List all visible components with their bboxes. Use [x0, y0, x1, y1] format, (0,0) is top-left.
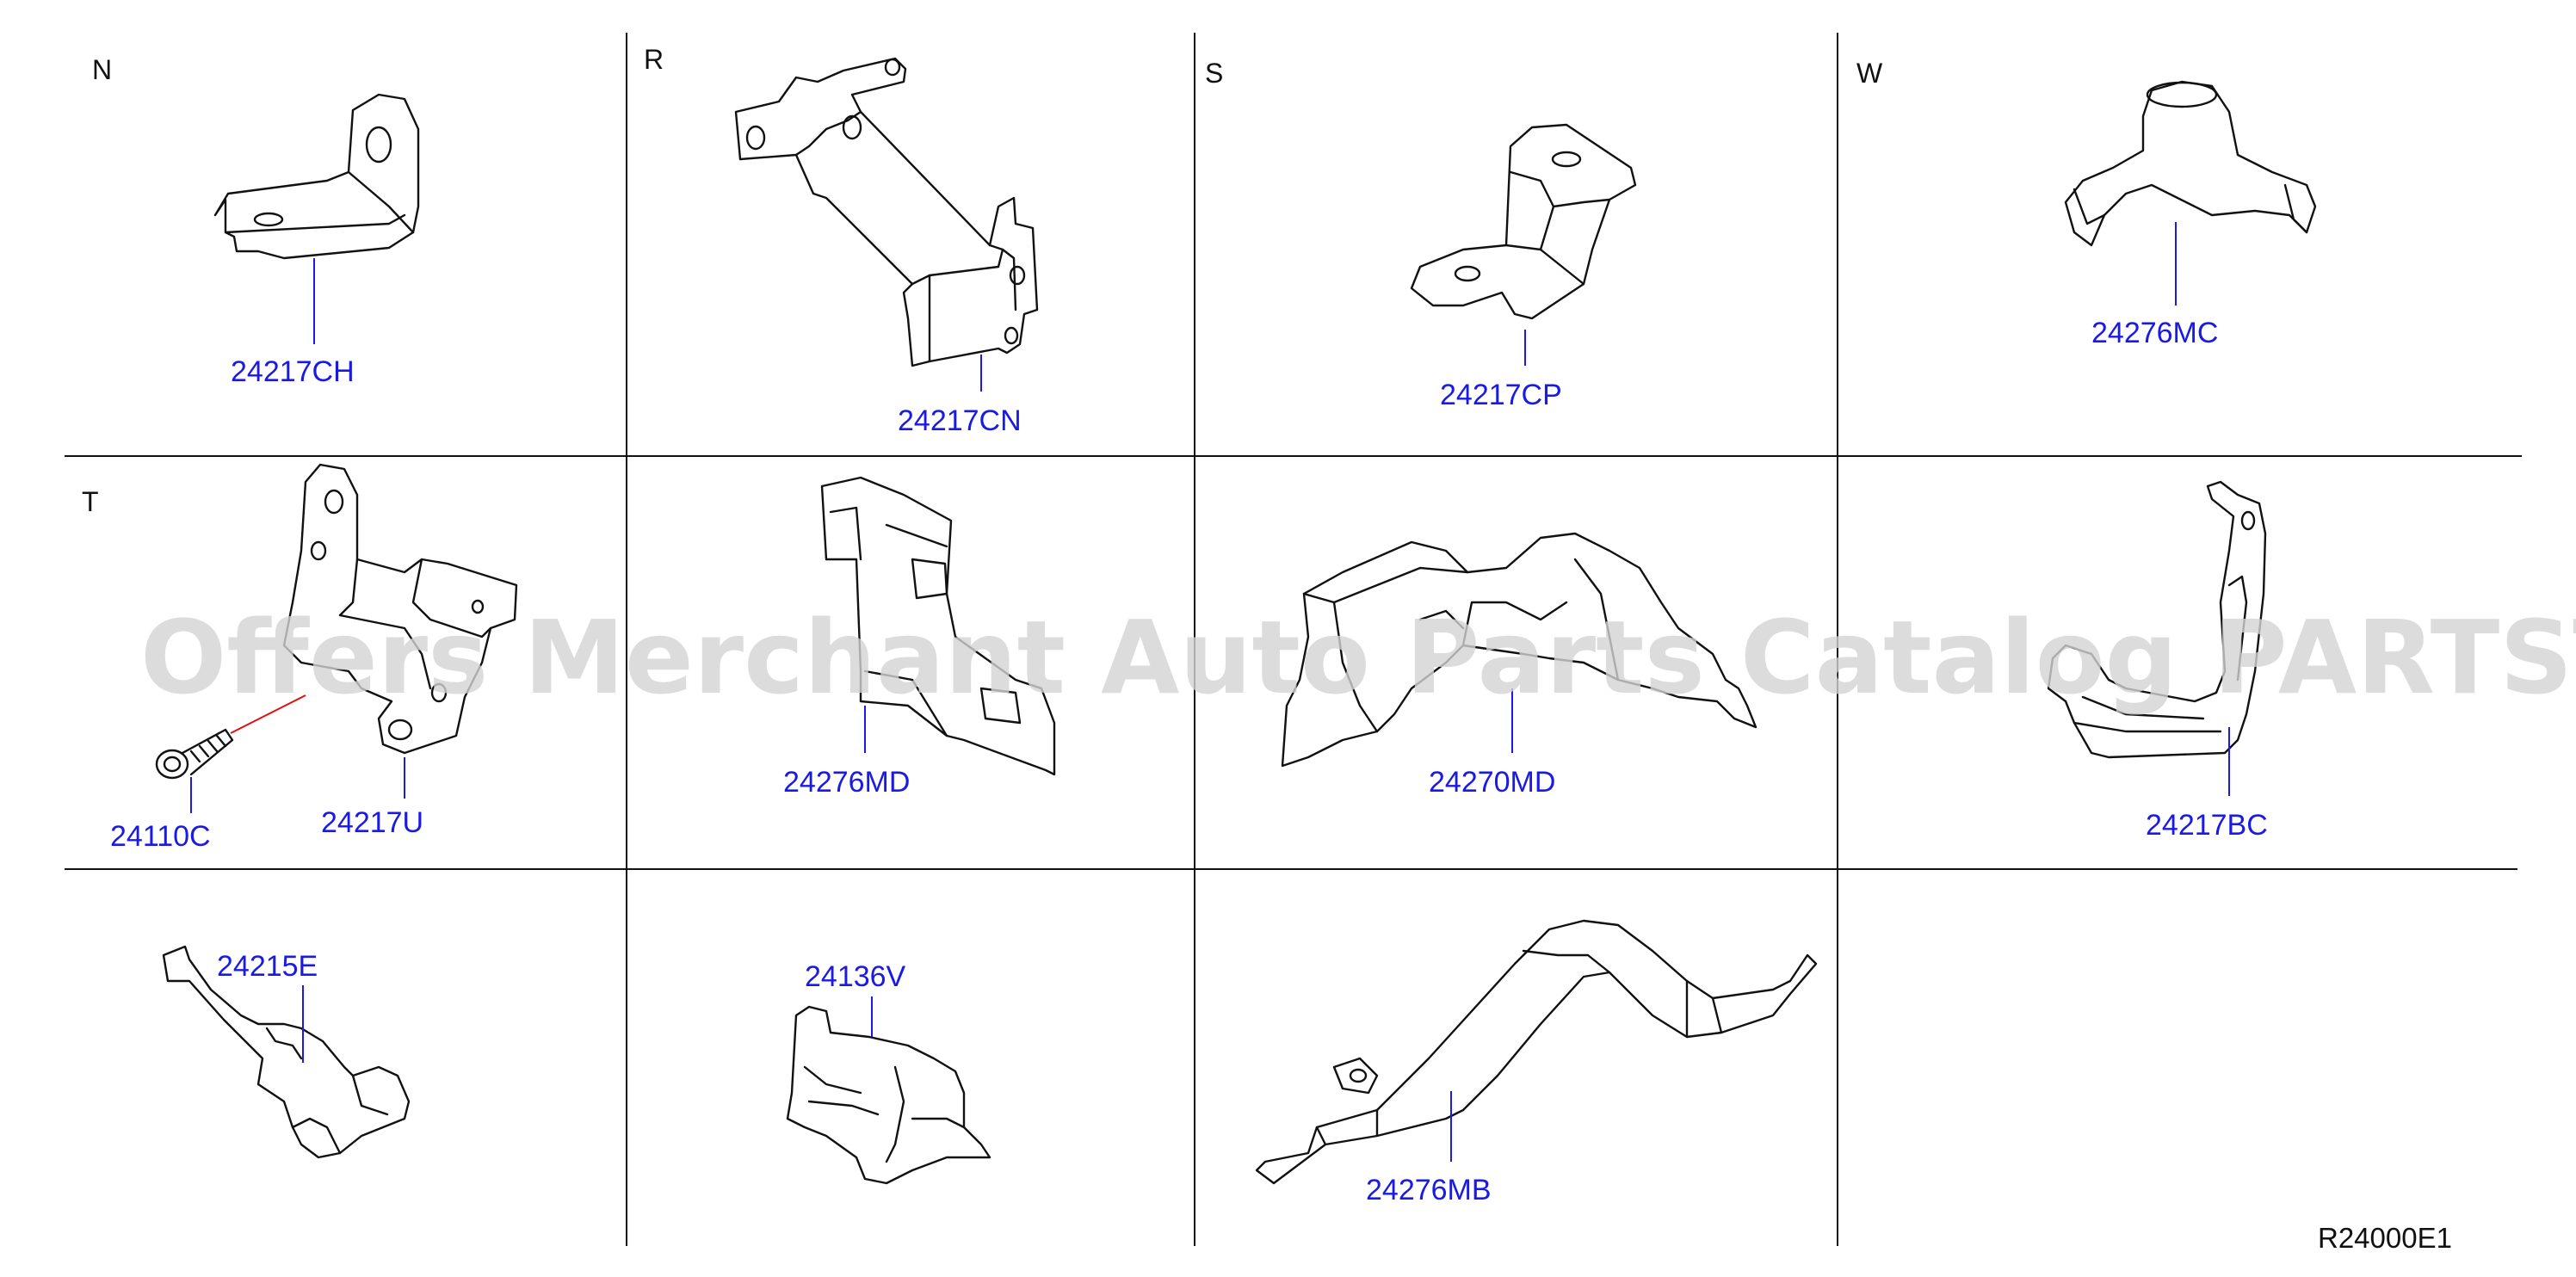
part-drawing-24217bc — [2047, 480, 2267, 759]
section-letter-s: S — [1205, 58, 1223, 89]
part-label-24276mc: 24276MC — [2091, 317, 2218, 349]
leader-bolt-to-bracket — [230, 694, 306, 734]
part-drawing-24276mb — [1255, 919, 1818, 1185]
part-label-24110c: 24110C — [110, 820, 211, 853]
section-letter-t: T — [82, 486, 99, 517]
part-drawing-24110c — [155, 728, 234, 780]
part-label-24217cp: 24217CP — [1440, 379, 1562, 411]
part-drawing-24217cp — [1410, 123, 1637, 320]
grid-lines — [65, 33, 2522, 1246]
part-label-24217ch: 24217CH — [231, 355, 355, 388]
part-drawing-24276mc — [2064, 80, 2317, 247]
part-label-24217cn: 24217CN — [898, 404, 1022, 437]
part-label-24136v: 24136V — [805, 960, 906, 993]
section-letter-w: W — [1856, 58, 1883, 89]
part-drawing-24136v — [786, 1005, 991, 1185]
part-drawing-24215e — [162, 945, 411, 1159]
part-label-24276md: 24276MD — [783, 766, 910, 799]
part-drawing-24217ch — [213, 93, 420, 260]
part-label-24217bc: 24217BC — [2146, 809, 2268, 842]
part-drawing-24217cn — [734, 57, 1039, 367]
section-letter-n: N — [92, 54, 112, 85]
section-letter-r: R — [644, 44, 664, 75]
diagram-reference-code: R24000E1 — [2318, 1222, 2452, 1254]
part-label-24217u: 24217U — [321, 806, 423, 839]
watermark-text: Offers Merchant Auto Parts Catalog PARTS… — [140, 598, 2576, 717]
part-drawing-24270md — [1281, 532, 1757, 768]
part-drawing-24276md — [820, 476, 1056, 776]
part-label-24276mb: 24276MB — [1366, 1174, 1492, 1206]
part-label-24270md: 24270MD — [1429, 766, 1555, 799]
part-drawing-24217u — [282, 463, 518, 755]
part-label-24215e: 24215E — [217, 950, 318, 983]
